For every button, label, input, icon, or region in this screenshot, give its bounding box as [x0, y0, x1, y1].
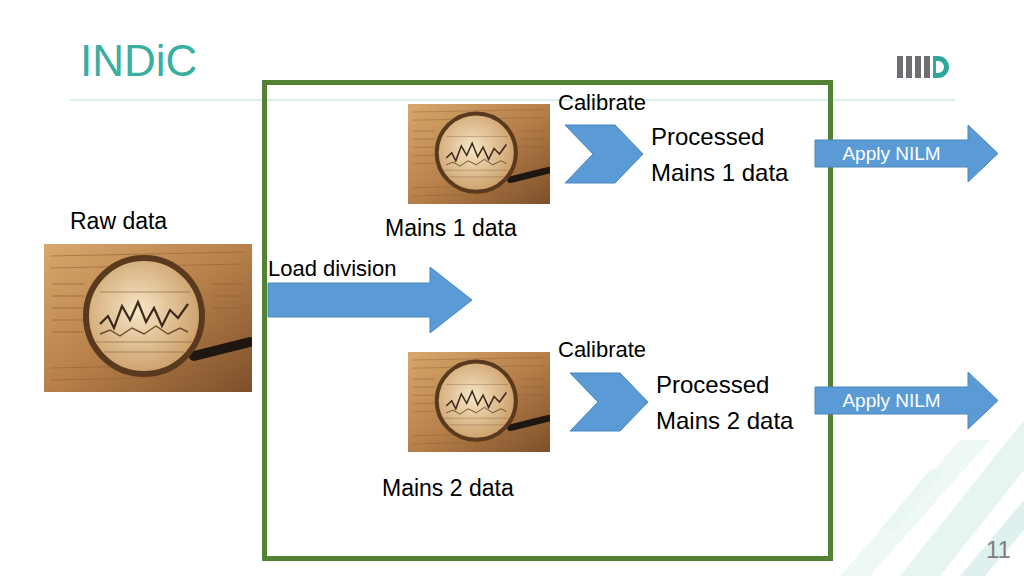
nilm-arrow-shape	[815, 372, 998, 429]
output-label: Processed Mains 2 data	[656, 367, 826, 439]
nilm-arrow-shape	[815, 125, 998, 182]
load-division-arrow: Load division	[268, 256, 472, 334]
page-number: 11	[986, 536, 1011, 564]
data-caption: Mains 2 data	[382, 475, 514, 501]
system-boundary	[265, 83, 831, 559]
step-label: Calibrate	[558, 90, 646, 115]
chevron-shape	[570, 373, 648, 431]
step-label: Load division	[268, 256, 396, 281]
arrow-label: Apply NILM	[815, 387, 968, 414]
mains-picture	[408, 352, 550, 452]
step-label: Calibrate	[558, 337, 646, 362]
data-picture: Mains 1 data	[408, 104, 550, 204]
institute-logo	[897, 56, 949, 78]
raw-data-picture	[44, 244, 252, 392]
calibrate-step: Calibrate	[558, 337, 650, 432]
data-picture: Mains 2 data	[408, 352, 550, 452]
corner-decoration	[840, 420, 1024, 576]
slide-title: INDiC	[80, 36, 197, 87]
calibrate-step: Calibrate	[558, 90, 648, 184]
apply-nilm-arrow: Apply NILM	[815, 372, 998, 429]
data-caption: Raw data	[70, 208, 167, 234]
chevron-shape	[565, 125, 643, 183]
arrow-label: Apply NILM	[815, 140, 968, 167]
mains-picture	[408, 104, 550, 204]
data-picture: Raw data	[44, 244, 252, 392]
apply-nilm-arrow: Apply NILM	[815, 125, 998, 182]
title-rule	[70, 99, 955, 100]
data-caption: Mains 1 data	[385, 215, 517, 241]
output-label: Processed Mains 1 data	[651, 119, 821, 191]
